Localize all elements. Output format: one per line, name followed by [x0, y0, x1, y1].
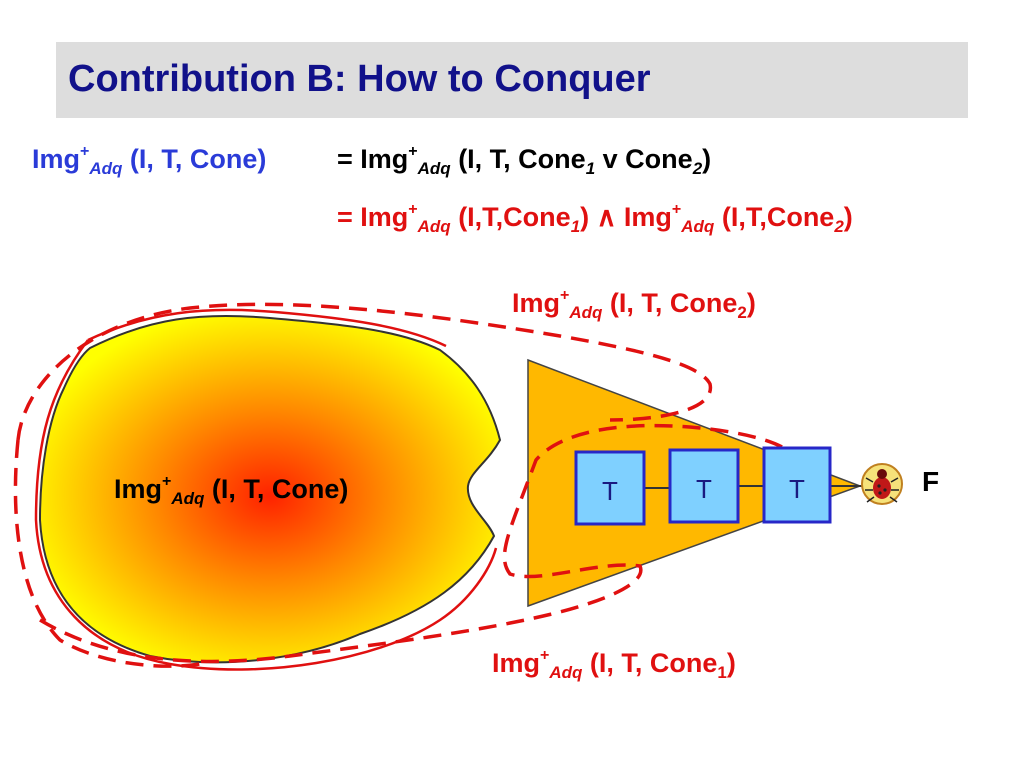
adq-sub: Adq: [89, 159, 123, 178]
plus-sup: +: [671, 201, 682, 218]
img-text: Img: [492, 648, 541, 678]
bug-icon: [861, 463, 903, 505]
cone2-close: ): [746, 288, 756, 318]
adq-sub: Adq: [171, 489, 205, 508]
adq-sub: Adq: [549, 663, 583, 682]
blob-label: Img+Adq (I, T, Cone): [114, 473, 349, 508]
plus-sup: +: [408, 201, 418, 218]
adq-sub: Adq: [417, 159, 451, 178]
plus-sup: +: [560, 287, 570, 304]
line1-or: v Cone: [595, 144, 693, 174]
img-text: Img: [32, 144, 81, 174]
line2-and: ) ∧ Img: [580, 202, 672, 232]
plus-sup: +: [80, 143, 90, 160]
plus-sup: +: [408, 143, 418, 160]
lhs-args: (I, T, Cone): [129, 144, 267, 174]
box-label-1: T: [602, 476, 618, 506]
equation-line-2: = Img+Adq (I,T,Cone1) ∧ Img+Adq (I,T,Con…: [337, 201, 853, 236]
cone1-sub: 1: [717, 663, 727, 682]
blob-args: (I, T, Cone): [211, 474, 349, 504]
cone1-dashed-outline: [39, 423, 802, 664]
adq-sub: Adq: [417, 217, 451, 236]
cone2-dashed-outline-lower: [13, 439, 201, 668]
transition-box-3: T: [762, 446, 832, 524]
transition-box-2: T: [668, 448, 740, 524]
cone-outline-solid: [34, 308, 498, 671]
cone2-label: Img+Adq (I, T, Cone2): [512, 287, 756, 322]
line2-sub2: 2: [834, 217, 844, 236]
adq-sub: Adq: [681, 217, 715, 236]
title-bar: Contribution B: How to Conquer: [56, 42, 968, 118]
transition-box-1: T: [574, 450, 646, 526]
line1-sub2: 2: [692, 159, 703, 178]
equation-lhs: Img+Adq (I, T, Cone): [32, 143, 267, 178]
cone2-sub: 2: [737, 303, 747, 322]
box-label-2: T: [696, 474, 712, 504]
cone1-args: (I, T, Cone: [589, 648, 718, 678]
img-text: Img: [512, 288, 561, 318]
line1-close: ): [702, 144, 712, 174]
line2-eq: = Img: [337, 202, 409, 232]
cone1-close: ): [726, 648, 736, 678]
plus-sup: +: [162, 473, 172, 490]
cone2-args: (I, T, Cone: [609, 288, 738, 318]
image-blob: [38, 314, 502, 664]
line1-sub1: 1: [585, 159, 596, 178]
line2-close: ): [843, 202, 853, 232]
cone1-label: Img+Adq (I, T, Cone1): [492, 647, 736, 682]
line2-args-b: (I,T,Cone: [721, 202, 835, 232]
cone2-dashed-outline: [16, 302, 712, 441]
adq-sub: Adq: [569, 303, 603, 322]
equation-line-1: = Img+Adq (I, T, Cone1 v Cone2): [337, 143, 712, 178]
img-text: Img: [114, 474, 163, 504]
line1-args: (I, T, Cone: [458, 144, 586, 174]
slide-title: Contribution B: How to Conquer: [68, 58, 651, 100]
plus-sup: +: [540, 647, 550, 664]
box-label-3: T: [789, 474, 805, 504]
line2-sub1: 1: [570, 217, 581, 236]
output-label: F: [922, 466, 940, 497]
line2-args-a: (I,T,Cone: [458, 202, 571, 232]
line1-eq: = Img: [337, 144, 409, 174]
